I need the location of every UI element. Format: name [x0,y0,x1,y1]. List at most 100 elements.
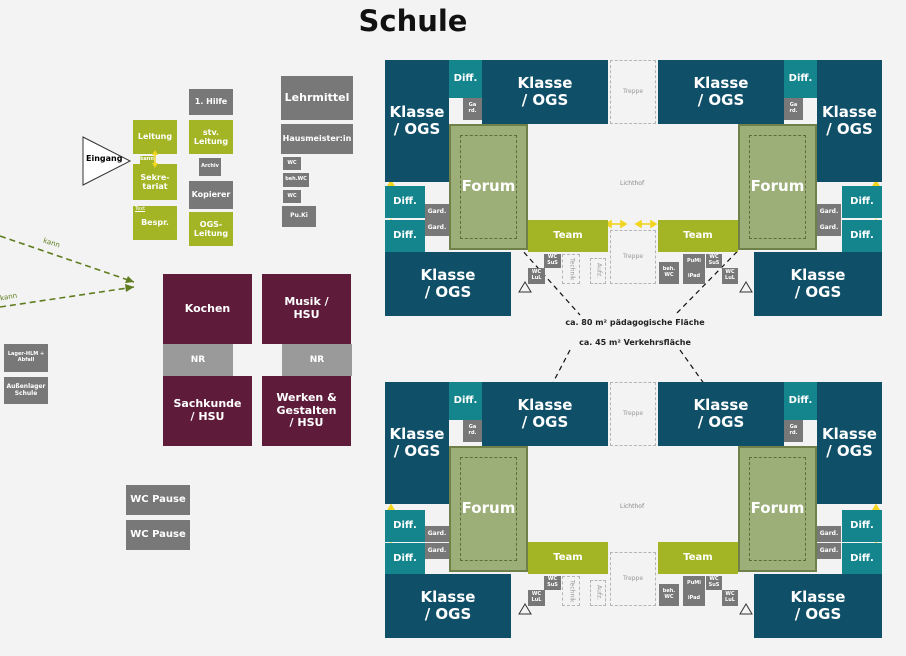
diff-bottom-left-2: Diff. [385,510,425,542]
klasse-bottom-center-right: Klasse / OGS [658,382,784,446]
klasse-top-right: Klasse / OGS [817,60,882,182]
diff-bottom-right: Diff. [784,382,817,420]
treppe-bottom-2: Treppe [610,552,656,606]
wc-pause-room-2: WC Pause [126,520,190,550]
kochen-room: Kochen [163,274,252,344]
besprechung-room: Bespr. [133,206,177,240]
beh-wc-top: beh. WC [659,262,679,284]
technik-top: Technik [562,254,580,284]
ipad-top: iPad [683,270,705,284]
forum-top-left: Forum [449,124,528,250]
kann-arrow-upper [0,235,135,283]
caption-verkehr: ca. 45 m² Verkehrsfläche [579,338,691,347]
diff-top-right-3: Diff. [842,220,882,252]
wc-pause-room-1: WC Pause [126,485,190,515]
werken-room: Werken & Gestalten / HSU [262,376,351,446]
putz-room: Pu.Ki [282,206,316,227]
wc-room-1: WC [283,157,301,170]
aufzug-bottom: Aufz. [590,580,606,606]
gard-bottom-left: Ga rd. [463,420,482,442]
team-bottom-left: Team [528,542,608,574]
diff-top-left: Diff. [449,60,482,98]
diff-top-right-2: Diff. [842,186,882,218]
wc-lul-top-right: WC LuL [722,268,738,284]
ogs-leitung-room: OGS- Leitung [189,212,233,246]
klasse-bottom-center-left: Klasse / OGS [482,382,608,446]
klasse-top-center-left: Klasse / OGS [482,60,608,124]
stv-leitung-room: stv. Leitung [189,120,233,154]
caption-paed: ca. 80 m² pädagogische Fläche [565,318,705,327]
aussenlager-room: Außenlager Schule [4,377,48,404]
aufzug-top: Aufz. [590,258,606,284]
besprechung-tag: Text [135,206,146,212]
treppe-bottom: Treppe [610,382,656,446]
beh-wc-bottom: beh. WC [659,584,679,606]
klasse-top-left: Klasse / OGS [385,60,449,182]
diff-top-left-3: Diff. [385,220,425,252]
wc-sus-bottom-right: WC SuS [706,576,722,590]
diff-bottom-right-3: Diff. [842,543,882,575]
gard-top-right-2: Gard. [817,204,841,220]
sachkunde-room: Sachkunde / HSU [163,376,252,446]
klasse-bottom-left: Klasse / OGS [385,382,449,504]
lager-room: Lager-HLM + Abfall [4,344,48,372]
gard-top-left-2: Gard. [425,204,449,220]
treppe-top: Treppe [610,60,656,124]
nr-room-2: NR [282,344,352,376]
forum-top-right: Forum [738,124,817,250]
diff-bottom-left: Diff. [449,382,482,420]
hausmeister-room: Hausmeister:in [281,124,353,154]
putz-bottom: PuMi [683,576,705,592]
wc-sus-bottom-left: WC SuS [544,576,561,590]
lichthof-bottom: Lichthof [620,503,645,510]
klasse-top-center-right: Klasse / OGS [658,60,784,124]
nr-room-1: NR [163,344,233,376]
diff-bottom-left-3: Diff. [385,543,425,575]
beh-wc-room: beh.WC [283,173,309,187]
gard-bottom-right-2: Gard. [817,526,841,542]
wc-lul-bottom-right: WC LuL [722,590,738,606]
sekretariat-room: Sekre- tariat [133,164,177,200]
gard-top-right-3: Gard. [817,220,841,236]
erste-hilfe-room: 1. Hilfe [189,89,233,115]
team-bottom-right: Team [658,542,738,574]
team-top-left: Team [528,220,608,252]
wc-sus-top-right: WC SuS [706,254,722,268]
putz-top: PuMi [683,254,705,270]
kann-arrow-lower [0,286,135,308]
wc-lul-bottom-left: WC LuL [528,590,545,606]
lichthof-top: Lichthof [620,180,645,187]
forum-bottom-right: Forum [738,446,817,572]
kopierer-room: Kopierer [189,181,233,209]
klasse-bottom-right: Klasse / OGS [817,382,882,504]
gard-bottom-right: Ga rd. [784,420,803,442]
ipad-bottom: iPad [683,592,705,606]
diff-bottom-right-2: Diff. [842,510,882,542]
entrance-label: Eingang [86,154,123,163]
klasse-top-bottom-left: Klasse / OGS [385,252,511,316]
lehrmittel-room: Lehrmittel [281,76,353,120]
treppe-top-2: Treppe [610,230,656,284]
page-title: Schule [358,4,468,38]
technik-bottom: Technik [562,576,580,606]
gard-bottom-left-3: Gard. [425,543,449,559]
diff-top-right: Diff. [784,60,817,98]
wc-sus-top-left: WC SuS [544,254,561,268]
gard-top-left: Ga rd. [463,98,482,120]
entrance-triangle [82,136,132,186]
gard-bottom-left-2: Gard. [425,526,449,542]
door-arrow [152,150,158,168]
archiv-room: Archiv [199,158,221,176]
klasse-bottom-bottom-left: Klasse / OGS [385,574,511,638]
leitung-room: Leitung [133,120,177,154]
forum-bottom-left: Forum [449,446,528,572]
team-top-right: Team [658,220,738,252]
wc-lul-top-left: WC LuL [528,268,545,284]
musik-room: Musik / HSU [262,274,351,344]
klasse-top-bottom-right: Klasse / OGS [754,252,882,316]
klasse-bottom-bottom-right: Klasse / OGS [754,574,882,638]
gard-top-right: Ga rd. [784,98,803,120]
gard-bottom-right-3: Gard. [817,543,841,559]
diff-top-left-2: Diff. [385,186,425,218]
wc-room-2: WC [283,190,301,203]
